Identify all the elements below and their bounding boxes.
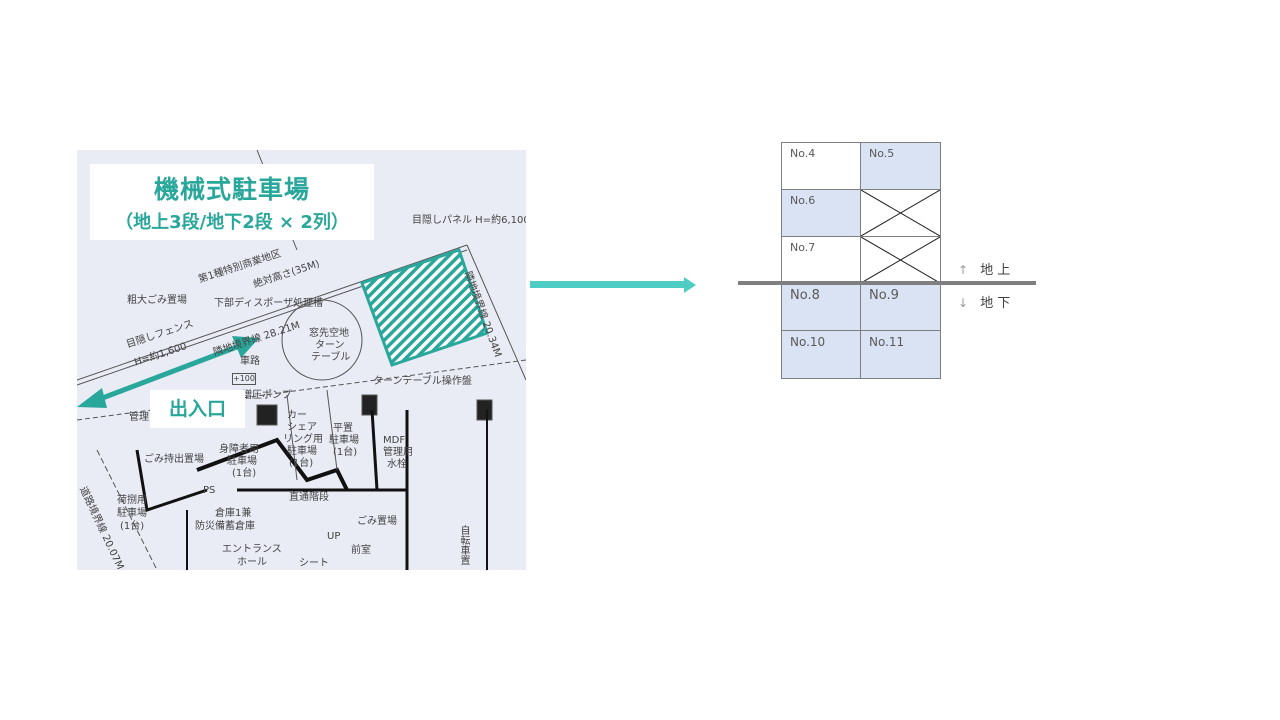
- plan-label: 管理用: [383, 447, 413, 458]
- plan-label: リング用: [283, 434, 323, 445]
- cross-icon: [860, 189, 941, 237]
- parking-title: 機械式駐車場: [153, 175, 310, 204]
- parking-slot-no4: No.4: [781, 142, 861, 190]
- parking-slot-no9: No.9: [860, 283, 941, 331]
- plan-label: ターン: [315, 340, 345, 351]
- plan-label: (1台): [289, 458, 314, 469]
- plan-label: (1台): [120, 521, 145, 532]
- plan-label: 管理: [129, 412, 149, 423]
- plan-label: 倉庫1兼: [215, 508, 252, 519]
- parking-slot-no7: No.7: [781, 236, 861, 284]
- plan-label: ターンテーブル操作盤: [373, 376, 472, 387]
- plan-label: 平置: [333, 423, 353, 434]
- parking-slot-no11: No.11: [860, 330, 941, 379]
- plan-label: カー: [287, 410, 307, 421]
- plan-label: MDF: [383, 435, 406, 446]
- plan-label: 荷捌用: [117, 495, 147, 506]
- above-ground-text: 地上: [980, 263, 1015, 278]
- plan-label: 車路: [240, 356, 260, 367]
- plan-label: ホール: [237, 557, 267, 568]
- plan-label: 目隠しパネル H=約6,100: [412, 215, 526, 226]
- entrance-label: 出入口: [150, 390, 245, 428]
- plan-label: 駐車場: [117, 508, 147, 519]
- right-arrow-icon: [530, 277, 696, 293]
- plan-label: 窓先空地: [309, 328, 349, 339]
- above-ground-label: ↑ 地上: [958, 259, 1014, 278]
- plan-label: 防災備蓄倉庫: [195, 521, 255, 532]
- down-arrow-icon: ↓: [958, 296, 973, 310]
- plan-label: エントランス: [222, 544, 282, 555]
- plan-label: UP: [327, 531, 341, 542]
- cross-icon: [860, 236, 941, 284]
- plan-label: シェア: [287, 422, 317, 433]
- plan-label: PS: [203, 485, 216, 496]
- plan-label: 駐車場: [287, 446, 317, 457]
- empty-slot-crossed: [860, 189, 941, 237]
- plan-label: テーブル: [311, 352, 351, 363]
- parking-slot-no10: No.10: [781, 330, 861, 379]
- plan-label: ごみ持出置場: [144, 454, 204, 465]
- parking-title-box: 機械式駐車場 （地上3段/地下2段 × 2列）: [90, 164, 374, 240]
- plan-label: 下部ディスポーザ処理槽: [214, 298, 324, 309]
- floor-plan-drawing: [77, 150, 526, 570]
- below-ground-text: 地下: [980, 296, 1015, 311]
- plan-label: 前室: [351, 545, 371, 556]
- below-ground-label: ↓ 地下: [958, 292, 1014, 311]
- plan-label: 身障者用: [219, 444, 259, 455]
- plan-label: (1台): [333, 447, 358, 458]
- up-arrow-icon: ↑: [958, 263, 973, 277]
- plan-label: +100: [232, 373, 256, 385]
- plan-label: シート: [299, 558, 329, 569]
- parking-slot-no5: No.5: [860, 142, 941, 190]
- plan-label: (1台): [232, 468, 257, 479]
- plan-label: 増圧ポンプ: [242, 390, 292, 401]
- empty-slot-crossed: [860, 236, 941, 284]
- plan-label: 自転車置: [458, 525, 469, 565]
- parking-slot-no6: No.6: [781, 189, 861, 237]
- plan-label: 駐車場: [227, 456, 257, 467]
- plan-label: 駐車場: [329, 435, 359, 446]
- plan-label: 粗大ごみ置場: [127, 295, 187, 306]
- parking-subtitle: （地上3段/地下2段 × 2列）: [115, 212, 349, 233]
- ground-level-line: [738, 281, 1036, 285]
- parking-slot-no8: No.8: [781, 283, 861, 331]
- plan-label: ごみ置場: [357, 516, 397, 527]
- plan-label: 水栓: [387, 459, 407, 470]
- plan-label: 直通階段: [289, 492, 329, 503]
- entrance-double-arrow: [77, 336, 259, 408]
- parking-area-highlight: [360, 248, 489, 367]
